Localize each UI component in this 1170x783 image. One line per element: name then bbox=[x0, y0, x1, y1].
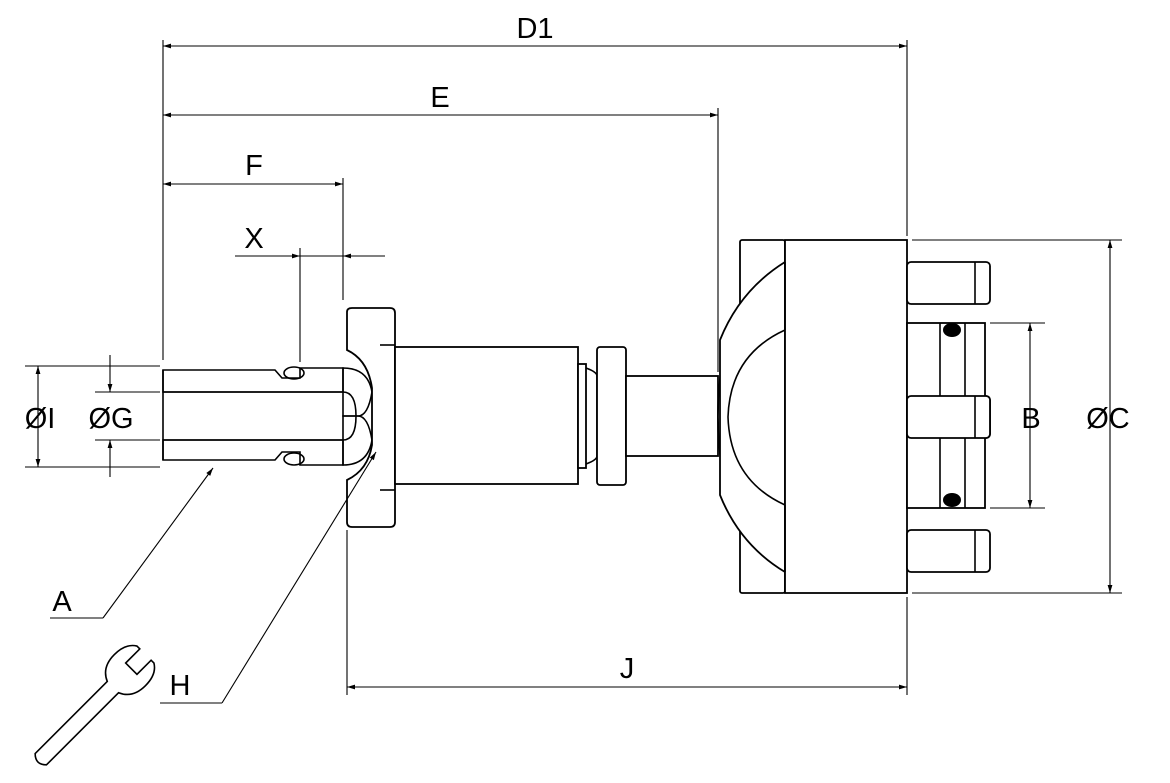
fitting-body bbox=[162, 239, 991, 594]
wrench-icon bbox=[34, 644, 156, 766]
coupling-pin-top bbox=[906, 261, 991, 305]
dimension-lines bbox=[25, 40, 1122, 704]
dim-label-d1: D1 bbox=[516, 13, 553, 45]
dim-label-e: E bbox=[430, 82, 449, 114]
seal-ring-bottom bbox=[943, 493, 961, 507]
o-ring-top bbox=[283, 366, 305, 380]
dim-label-j: J bbox=[620, 653, 635, 685]
dim-label-dia-c: ØC bbox=[1086, 403, 1130, 435]
flange-washer bbox=[596, 346, 627, 486]
cylinder-body bbox=[394, 346, 579, 485]
dim-label-f: F bbox=[245, 150, 263, 182]
dim-label-dia-g: ØG bbox=[88, 403, 133, 435]
seal-ring-top bbox=[943, 323, 961, 337]
dim-label-b: B bbox=[1021, 403, 1040, 435]
tube-section-top bbox=[162, 367, 344, 393]
callout-label-a: A bbox=[52, 586, 72, 618]
o-ring-bottom bbox=[283, 452, 305, 466]
neck-shaft bbox=[625, 375, 719, 457]
hex-nut bbox=[346, 307, 396, 528]
callout-label-h: H bbox=[170, 670, 191, 702]
dim-label-dia-i: ØI bbox=[25, 403, 56, 435]
coupling-pin-bottom bbox=[906, 529, 991, 573]
tube-section-bottom bbox=[162, 439, 344, 466]
dim-label-x: X bbox=[244, 223, 263, 255]
